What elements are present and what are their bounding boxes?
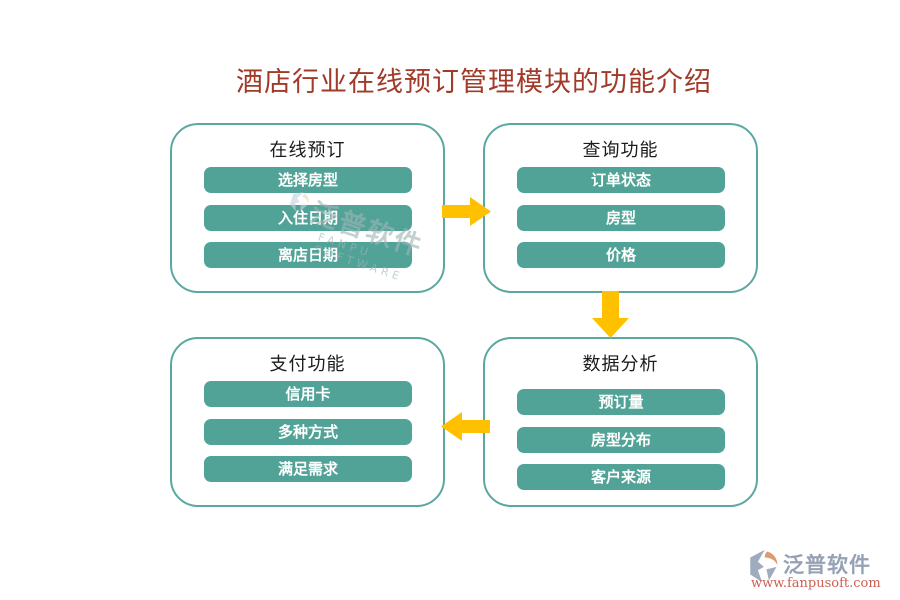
box-header-query: 查询功能 — [582, 140, 659, 161]
feature-pill-price: 价格 — [517, 242, 725, 268]
arrow-down-icon — [592, 291, 629, 338]
footer-brand: 泛普软件 www.fanpusoft.com — [746, 547, 896, 595]
feature-pill-satisfy-needs: 满足需求 — [204, 456, 412, 482]
feature-pill-room-select: 选择房型 — [204, 167, 412, 193]
feature-pill-room-distribution: 房型分布 — [517, 427, 725, 453]
page-title: 酒店行业在线预订管理模块的功能介绍 — [236, 67, 712, 98]
feature-pill-checkin-date: 入住日期 — [204, 205, 412, 231]
feature-box-analysis: 数据分析 预订量 房型分布 客户来源 — [483, 337, 758, 507]
feature-pill-checkout-date: 离店日期 — [204, 242, 412, 268]
feature-pill-credit-card: 信用卡 — [204, 381, 412, 407]
feature-box-query: 查询功能 订单状态 房型 价格 — [483, 123, 758, 293]
box-header-payment: 支付功能 — [269, 354, 346, 375]
box-header-online-booking: 在线预订 — [269, 140, 346, 161]
feature-pill-customer-source: 客户来源 — [517, 464, 725, 490]
arrow-left-icon — [441, 412, 490, 441]
arrow-right-icon — [442, 197, 491, 226]
feature-pill-order-status: 订单状态 — [517, 167, 725, 193]
fanpu-logo-icon — [750, 549, 778, 583]
feature-pill-multi-method: 多种方式 — [204, 419, 412, 445]
brand-watermark: 泛普软件 FANPU SOFTWARE — [275, 183, 436, 289]
footer-brand-url: www.fanpusoft.com — [751, 576, 881, 591]
feature-pill-room-type: 房型 — [517, 205, 725, 231]
box-header-analysis: 数据分析 — [582, 354, 659, 375]
footer-brand-name: 泛普软件 — [783, 553, 871, 577]
feature-box-online-booking: 在线预订 选择房型 入住日期 离店日期 泛普软件 FANPU SOFTWARE — [170, 123, 445, 293]
feature-box-payment: 支付功能 信用卡 多种方式 满足需求 — [170, 337, 445, 507]
feature-pill-booking-volume: 预订量 — [517, 389, 725, 415]
